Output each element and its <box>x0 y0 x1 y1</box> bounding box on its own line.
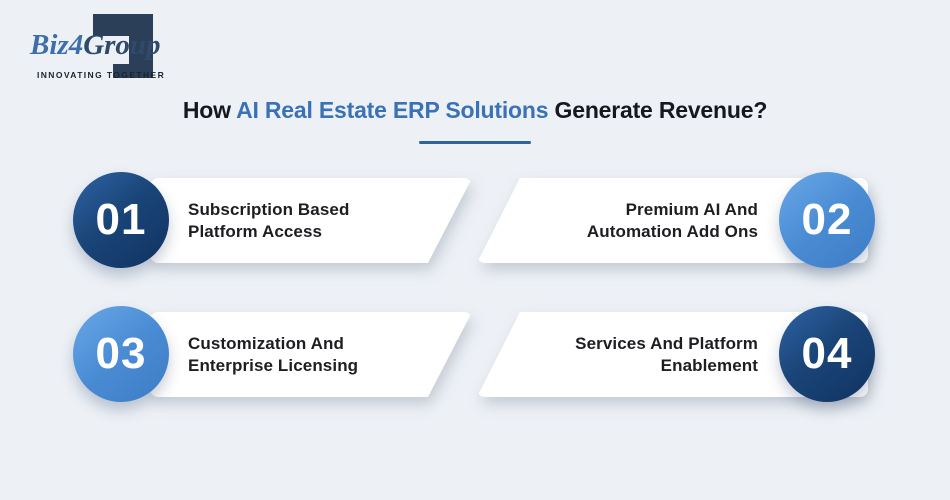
card-shape-03 <box>150 312 472 397</box>
label-line: Services And Platform <box>575 333 758 353</box>
logo-text-group: Group <box>83 29 161 61</box>
card-label-03: Customization And Enterprise Licensing <box>188 312 428 397</box>
card-label-01: Subscription Based Platform Access <box>188 178 428 263</box>
label-line: Premium AI And <box>625 199 758 219</box>
label-line: Subscription Based <box>188 199 350 219</box>
title-highlight: AI Real Estate ERP Solutions <box>236 97 549 123</box>
card-label-04: Services And Platform Enablement <box>520 312 758 397</box>
page-title: How AI Real Estate ERP Solutions Generat… <box>0 97 950 124</box>
logo-text-biz: Biz <box>30 29 69 61</box>
revenue-card-01 <box>150 178 472 263</box>
badge-number: 01 <box>95 195 147 244</box>
number-badge-01: 01 <box>73 172 169 268</box>
logo-tagline: INNOVATING TOGETHER <box>37 70 166 80</box>
card-shape-01 <box>150 178 472 263</box>
logo-bracket-mark <box>113 64 152 78</box>
label-line: Customization And <box>188 333 344 353</box>
badge-number: 04 <box>801 329 853 378</box>
label-line: Automation Add Ons <box>586 221 758 241</box>
badge-number: 02 <box>801 195 853 244</box>
label-line: Enterprise Licensing <box>188 355 359 375</box>
number-badge-03: 03 <box>73 306 169 402</box>
card-label-02: Premium AI And Automation Add Ons <box>520 178 758 263</box>
label-line: Enablement <box>660 355 758 375</box>
title-underline <box>419 141 531 144</box>
biz4group-logo: Biz4Group INNOVATING TOGETHER <box>30 14 165 86</box>
number-badge-04: 04 <box>779 306 875 402</box>
badge-number: 03 <box>95 329 147 378</box>
number-badge-02: 02 <box>779 172 875 268</box>
logo-text-4: 4 <box>68 29 84 61</box>
revenue-card-03 <box>150 312 472 397</box>
title-prefix: How <box>182 97 237 123</box>
label-line: Platform Access <box>188 221 323 241</box>
logo-wordmark: Biz4Group <box>30 30 161 60</box>
title-suffix: Generate Revenue? <box>548 97 768 123</box>
